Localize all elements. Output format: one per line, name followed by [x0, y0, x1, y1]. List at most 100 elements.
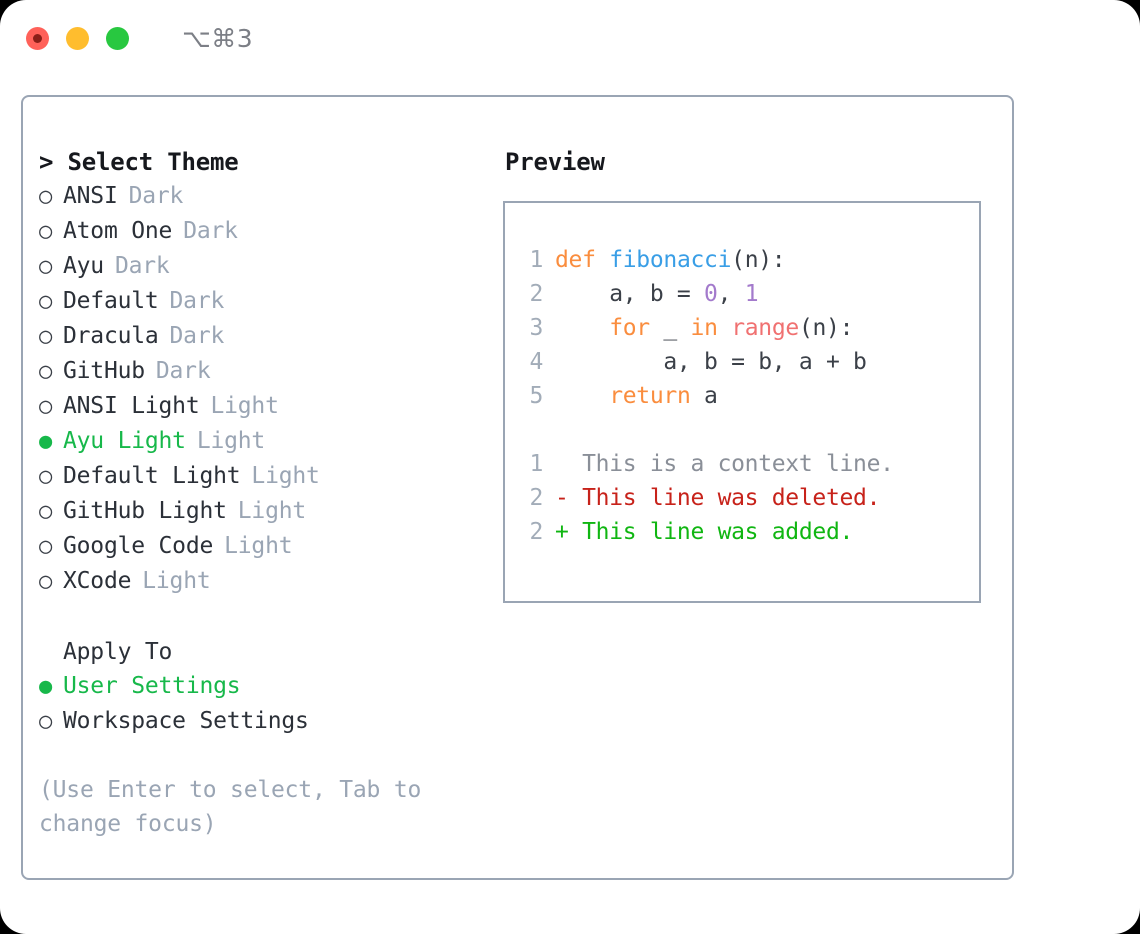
theme-variant-label: Light: [210, 393, 279, 419]
code-token-plain: a, b =: [555, 281, 705, 307]
line-number: 1: [529, 247, 543, 273]
theme-option-label: ANSI Light: [63, 393, 200, 419]
diff-text: - This line was deleted.: [555, 485, 881, 511]
apply-option-workspace-settings[interactable]: ○ Workspace Settings: [39, 704, 493, 739]
theme-variant-label: Dark: [114, 253, 170, 279]
theme-option-ansi-light[interactable]: ○ ANSI Light Light: [39, 389, 493, 424]
code-token-fn: fibonacci: [609, 247, 732, 273]
theme-option-default-light[interactable]: ○ Default Light Light: [39, 459, 493, 494]
theme-option-label: Atom One: [63, 218, 173, 244]
code-spacer: [519, 413, 979, 447]
preview-heading: Preview: [505, 148, 605, 176]
theme-option-xcode[interactable]: ○ XCode Light: [39, 564, 493, 599]
select-theme-heading: > Select Theme: [39, 148, 239, 176]
radio-unselected-icon: ○: [39, 709, 53, 734]
theme-variant-label: Light: [237, 498, 307, 524]
code-token-kw: return: [609, 383, 691, 409]
code-token-num: 0: [704, 281, 718, 307]
apply-to-option-list[interactable]: ●User Settings ○ Workspace Settings: [39, 669, 493, 739]
radio-unselected-icon: ○: [39, 569, 53, 594]
line-number: 5: [529, 383, 543, 409]
keyboard-hint: (Use Enter to select, Tab to change focu…: [39, 777, 422, 837]
line-number: 3: [529, 315, 543, 341]
theme-variant-label: Dark: [155, 358, 211, 384]
code-token-kw: in: [690, 315, 718, 341]
theme-variant-label: Dark: [169, 323, 225, 349]
theme-option-github[interactable]: ○ GitHub Dark: [39, 354, 493, 389]
zoom-button[interactable]: [106, 26, 129, 50]
theme-option-label: Dracula: [63, 323, 159, 349]
code-line: 5 return a: [519, 379, 979, 413]
theme-option-github-light[interactable]: ○ GitHub Light Light: [39, 494, 493, 529]
minimize-button[interactable]: [66, 26, 89, 50]
theme-option-label: Ayu: [63, 253, 104, 279]
theme-option-default[interactable]: ○ Default Dark: [39, 284, 493, 319]
line-number: 2: [529, 485, 543, 511]
radio-unselected-icon: ○: [39, 464, 53, 489]
theme-option-label: Default: [63, 288, 159, 314]
radio-selected-icon: ●: [39, 429, 53, 454]
theme-option-label: ANSI: [63, 183, 118, 209]
code-token-kw: for: [609, 315, 650, 341]
code-token-plain: a: [690, 383, 718, 409]
code-line: 1 def fibonacci(n):: [519, 243, 979, 277]
apply-option-label: Workspace Settings: [63, 708, 309, 734]
code-token-plain: [718, 315, 732, 341]
code-line: 4 a, b = b, a + b: [519, 345, 979, 379]
theme-option-label: GitHub: [63, 358, 145, 384]
radio-unselected-icon: ○: [39, 324, 53, 349]
theme-option-label: Default Light: [63, 463, 241, 489]
apply-option-user-settings[interactable]: ●User Settings: [39, 669, 493, 704]
code-token-plain: a, b = b, a + b: [555, 349, 867, 375]
line-number: 2: [529, 519, 543, 545]
apply-option-label: User Settings: [63, 673, 241, 699]
diff-line-ctx: 1 This is a context line.: [519, 447, 979, 481]
radio-unselected-icon: ○: [39, 499, 53, 524]
code-token-plain: [555, 315, 609, 341]
radio-unselected-icon: ○: [39, 184, 53, 209]
radio-unselected-icon: ○: [39, 254, 53, 279]
radio-unselected-icon: ○: [39, 394, 53, 419]
theme-option-label: XCode: [63, 568, 132, 594]
window-title: ⌥⌘3: [182, 23, 254, 53]
radio-unselected-icon: ○: [39, 359, 53, 384]
theme-variant-label: Light: [196, 428, 266, 454]
close-button[interactable]: [26, 26, 49, 50]
line-number: 4: [529, 349, 543, 375]
diff-text: This is a context line.: [555, 451, 894, 477]
code-token-plain: (n):: [731, 247, 786, 273]
title-bar: ⌥⌘3: [0, 0, 1140, 76]
theme-option-ansi[interactable]: ○ ANSI Dark: [39, 179, 493, 214]
theme-option-ayu[interactable]: ○ Ayu Dark: [39, 249, 493, 284]
code-line: 3 for _ in range(n):: [519, 311, 979, 345]
traffic-lights: [26, 26, 129, 50]
radio-unselected-icon: ○: [39, 219, 53, 244]
theme-option-label: GitHub Light: [63, 498, 227, 524]
theme-variant-label: Dark: [169, 288, 225, 314]
apply-to-heading: Apply To: [63, 639, 173, 665]
theme-variant-label: Light: [251, 463, 320, 489]
diff-text: + This line was added.: [555, 519, 854, 545]
line-number: 1: [529, 451, 543, 477]
diff-line-del: 2 - This line was deleted.: [519, 481, 979, 515]
theme-option-dracula[interactable]: ○ Dracula Dark: [39, 319, 493, 354]
theme-variant-label: Light: [224, 533, 293, 559]
theme-variant-label: Dark: [128, 183, 184, 209]
radio-unselected-icon: ○: [39, 289, 53, 314]
diff-sample: 1 This is a context line. 2 - This line wa…: [519, 447, 979, 549]
code-token-kw: def: [555, 247, 610, 273]
diff-line-add: 2 + This line was added.: [519, 515, 979, 549]
code-token-num: 1: [744, 281, 759, 307]
code-token-plain: _: [649, 315, 691, 341]
theme-variant-label: Light: [142, 568, 211, 594]
